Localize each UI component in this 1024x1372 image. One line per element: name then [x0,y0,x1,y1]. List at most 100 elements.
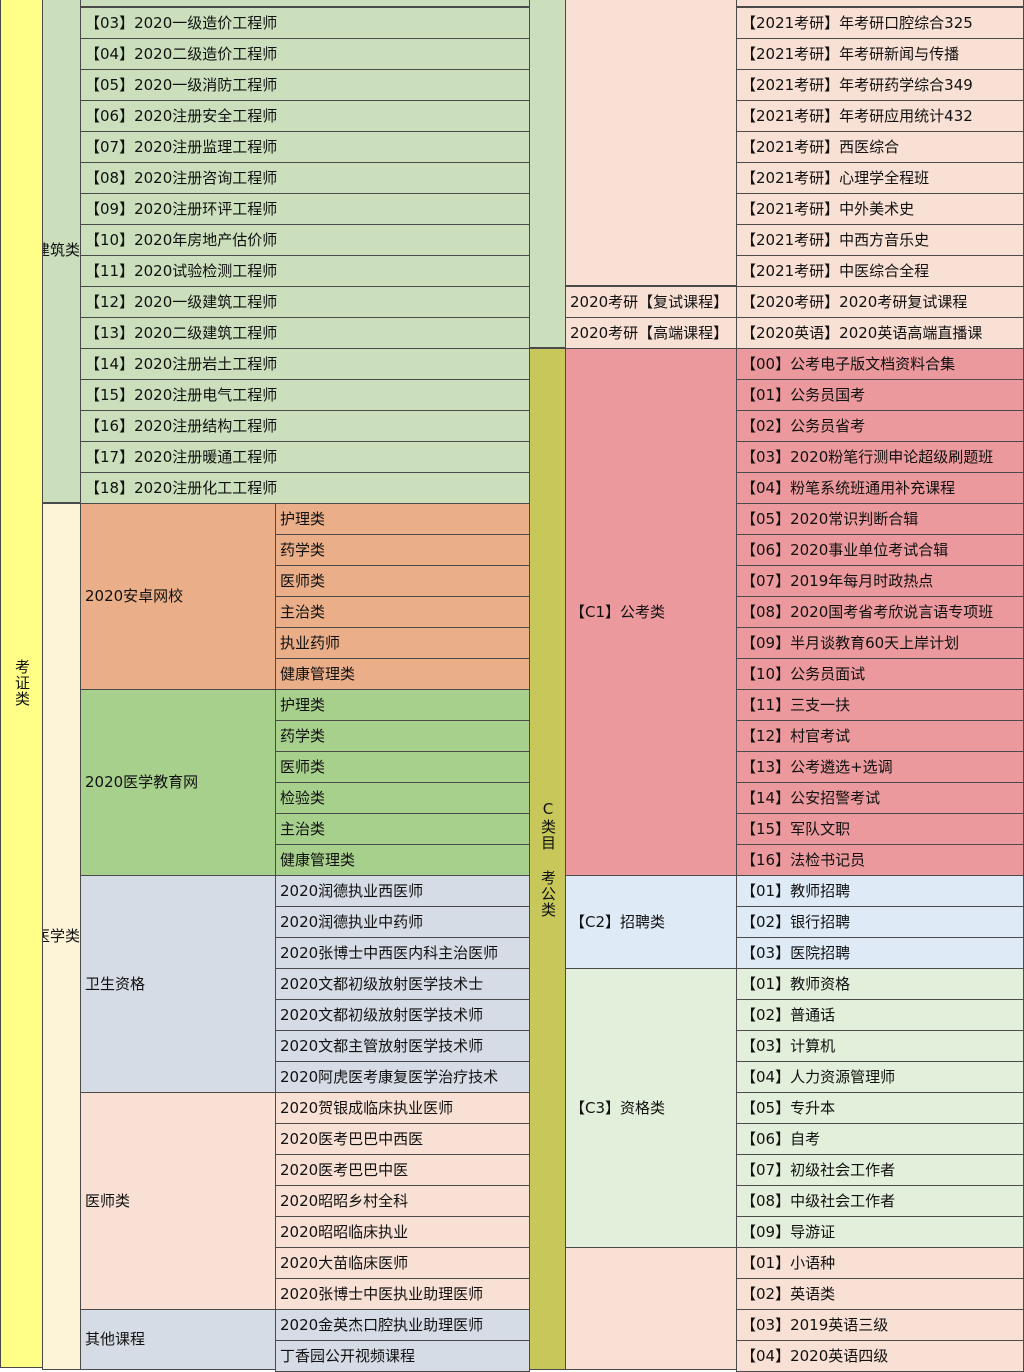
right-group-item: 【01】公务员国考 [736,379,1024,411]
left-group-name: 2020医学教育网 [80,689,276,876]
left-group-item: 护理类 [275,689,530,721]
jianzhu-item: 【08】2020注册咨询工程师 [80,162,530,194]
left-group-name: 其他课程 [80,1309,276,1370]
right-group-item: 【00】公考电子版文档资料合集 [736,348,1024,380]
jianzhu-item: 【09】2020注册环评工程师 [80,193,530,225]
kaoyan-item: 【2021考研】中外美术史 [736,193,1024,225]
right-group-item: 【01】小语种 [736,1247,1024,1279]
category-kaozheng: 考证类 [0,0,43,1368]
left-group-item: 主治类 [275,813,530,845]
left-group-item: 2020阿虎医考康复医学治疗技术 [275,1061,530,1093]
right-group-item: 【03】医院招聘 [736,937,1024,969]
jianzhu-top-row [80,0,530,7]
left-group-item: 医师类 [275,565,530,597]
left-group-item: 检验类 [275,782,530,814]
right-group-item: 【02】公务员省考 [736,410,1024,442]
kaoyan-sub-name: 2020考研【高端课程】 [565,317,737,349]
jianzhu-item: 【17】2020注册暖通工程师 [80,441,530,473]
right-group-item: 【02】普通话 [736,999,1024,1031]
left-group-item: 2020文都主管放射医学技术师 [275,1030,530,1062]
right-group-item: 【11】三支一扶 [736,689,1024,721]
kaoyan-item: 【2021考研】西医综合 [736,131,1024,163]
right-group-item: 【04】粉笔系统班通用补充课程 [736,472,1024,504]
left-group-item: 主治类 [275,596,530,628]
right-group-item: 【07】2019年每月时政热点 [736,565,1024,597]
right-group-item: 【03】2020粉笔行测申论超级刷题班 [736,441,1024,473]
kaoyan-top-row [736,0,1024,7]
right-group-item: 【12】村官考试 [736,720,1024,752]
right-group-item: 【04】2020英语四级 [736,1340,1024,1372]
left-group-item: 护理类 [275,503,530,535]
right-group-item: 【03】计算机 [736,1030,1024,1062]
kaoyan-group [565,0,737,286]
jianzhu-item: 【12】2020一级建筑工程师 [80,286,530,318]
jianzhu-item: 【13】2020二级建筑工程师 [80,317,530,349]
left-group-item: 2020大苗临床医师 [275,1247,530,1279]
jianzhu-item: 【06】2020注册安全工程师 [80,100,530,132]
left-group-item: 2020文都初级放射医学技术师 [275,999,530,1031]
kaoyan-item: 【2021考研】年考研药学综合349 [736,69,1024,101]
category-c-kaogong: C类目 考公类 [529,348,566,1370]
right-group-item: 【09】导游证 [736,1216,1024,1248]
right-group-item: 【09】半月谈教育60天上岸计划 [736,627,1024,659]
right-group-item: 【13】公考遴选+选调 [736,751,1024,783]
left-group-item: 药学类 [275,534,530,566]
right-group-item: 【08】2020国考省考欣说言语专项班 [736,596,1024,628]
right-group-item: 【02】英语类 [736,1278,1024,1310]
jianzhu-item: 【07】2020注册监理工程师 [80,131,530,163]
left-group-name: 卫生资格 [80,875,276,1093]
category-yixue: 医学类 [42,503,81,1370]
right-group-item: 【15】军队文职 [736,813,1024,845]
c-column-upper [529,0,566,348]
right-group-name: 【C1】公考类 [565,348,737,876]
right-group-item: 【06】2020事业单位考试合辑 [736,534,1024,566]
kaoyan-item: 【2021考研】中医综合全程 [736,255,1024,287]
right-group-name [565,1247,737,1370]
left-group-item: 2020医考巴巴中医 [275,1154,530,1186]
right-group-item: 【05】专升本 [736,1092,1024,1124]
kaoyan-sub-item: 【2020英语】2020英语高端直播课 [736,317,1024,349]
left-group-item: 2020金英杰口腔执业助理医师 [275,1309,530,1341]
left-group-item: 2020张博士中医执业助理医师 [275,1278,530,1310]
jianzhu-item: 【10】2020年房地产估价师 [80,224,530,256]
left-group-item: 2020润德执业中药师 [275,906,530,938]
left-group-item: 2020润德执业西医师 [275,875,530,907]
right-group-item: 【08】中级社会工作者 [736,1185,1024,1217]
right-group-item: 【01】教师招聘 [736,875,1024,907]
right-group-item: 【14】公安招警考试 [736,782,1024,814]
right-group-item: 【07】初级社会工作者 [736,1154,1024,1186]
kaoyan-item: 【2021考研】心理学全程班 [736,162,1024,194]
right-group-item: 【02】银行招聘 [736,906,1024,938]
right-group-item: 【01】教师资格 [736,968,1024,1000]
jianzhu-item: 【15】2020注册电气工程师 [80,379,530,411]
kaoyan-item: 【2021考研】年考研应用统计432 [736,100,1024,132]
right-group-name: 【C2】招聘类 [565,875,737,969]
left-group-item: 医师类 [275,751,530,783]
kaoyan-sub-name: 2020考研【复试课程】 [565,286,737,318]
jianzhu-item: 【11】2020试验检测工程师 [80,255,530,287]
left-group-item: 2020张博士中西医内科主治医师 [275,937,530,969]
right-group-item: 【16】法检书记员 [736,844,1024,876]
jianzhu-item: 【16】2020注册结构工程师 [80,410,530,442]
left-group-item: 丁香园公开视频课程 [275,1340,530,1372]
kaoyan-item: 【2021考研】年考研新闻与传播 [736,38,1024,70]
left-group-item: 执业药师 [275,627,530,659]
left-group-name: 医师类 [80,1092,276,1310]
right-group-name: 【C3】资格类 [565,968,737,1248]
left-group-item: 健康管理类 [275,658,530,690]
jianzhu-item: 【14】2020注册岩土工程师 [80,348,530,380]
left-group-item: 2020医考巴巴中西医 [275,1123,530,1155]
kaoyan-item: 【2021考研】中西方音乐史 [736,224,1024,256]
right-group-item: 【04】人力资源管理师 [736,1061,1024,1093]
left-group-item: 健康管理类 [275,844,530,876]
kaoyan-sub-item: 【2020考研】2020考研复试课程 [736,286,1024,318]
right-group-item: 【03】2019英语三级 [736,1309,1024,1341]
jianzhu-item: 【03】2020一级造价工程师 [80,7,530,39]
jianzhu-item: 【18】2020注册化工工程师 [80,472,530,504]
category-jianzhu: 建筑类 [42,0,81,503]
left-group-item: 2020贺银成临床执业医师 [275,1092,530,1124]
left-group-item: 2020昭昭乡村全科 [275,1185,530,1217]
jianzhu-item: 【05】2020一级消防工程师 [80,69,530,101]
right-group-item: 【05】2020常识判断合辑 [736,503,1024,535]
jianzhu-item: 【04】2020二级造价工程师 [80,38,530,70]
